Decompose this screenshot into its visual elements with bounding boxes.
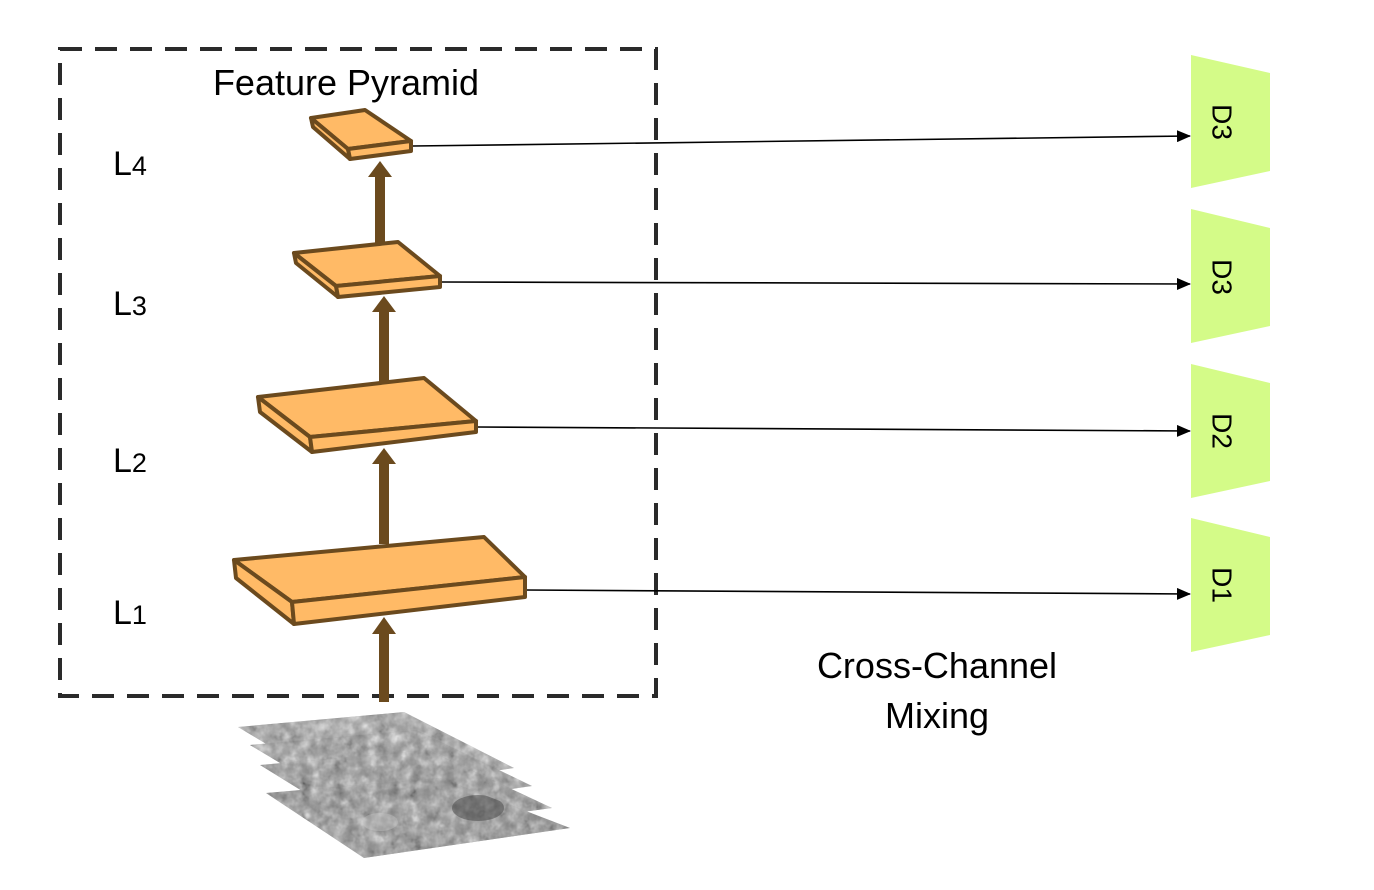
mixing-caption-line1: Cross-Channel (817, 645, 1057, 686)
arrow-l2-to-decoder (476, 424, 1191, 437)
decoder-d3-top: D3 (1191, 55, 1270, 188)
feature-pyramid-frame (58, 47, 658, 698)
arrow-l1-to-l2 (372, 448, 396, 544)
decoders: D3 D3 D2 D1 (1191, 55, 1270, 652)
feature-layer-l2 (256, 376, 478, 454)
level-label-l3: L3 (113, 285, 147, 323)
mixing-caption-line2: Mixing (885, 695, 989, 736)
arrow-l2-to-l3 (372, 296, 396, 386)
level-label-l4: L4 (113, 145, 147, 183)
decoder-label: D2 (1207, 413, 1238, 449)
input-image-stack (238, 712, 570, 858)
decoder-d1: D1 (1191, 518, 1270, 652)
arrow-l3-to-l4 (368, 161, 392, 243)
diagram-title: Feature Pyramid (213, 62, 479, 103)
decoder-label: D3 (1207, 104, 1238, 140)
level-label-l1: L1 (113, 594, 147, 632)
arrow-input-to-l1 (372, 617, 396, 702)
decoder-d2: D2 (1191, 364, 1270, 498)
feature-layer-l3 (292, 240, 442, 299)
feature-layer-l4 (309, 108, 413, 161)
lateral-arrows (412, 130, 1191, 600)
decoder-label: D3 (1207, 259, 1238, 295)
feature-layer-l1 (232, 535, 527, 626)
decoder-label: D1 (1207, 567, 1238, 603)
arrow-l3-to-decoder (440, 277, 1191, 290)
upward-arrows (368, 161, 396, 702)
decoder-d3-bottom: D3 (1191, 209, 1270, 343)
arrow-l4-to-decoder (412, 130, 1191, 147)
level-label-l2: L2 (113, 442, 147, 480)
arrow-l1-to-decoder (524, 587, 1191, 600)
